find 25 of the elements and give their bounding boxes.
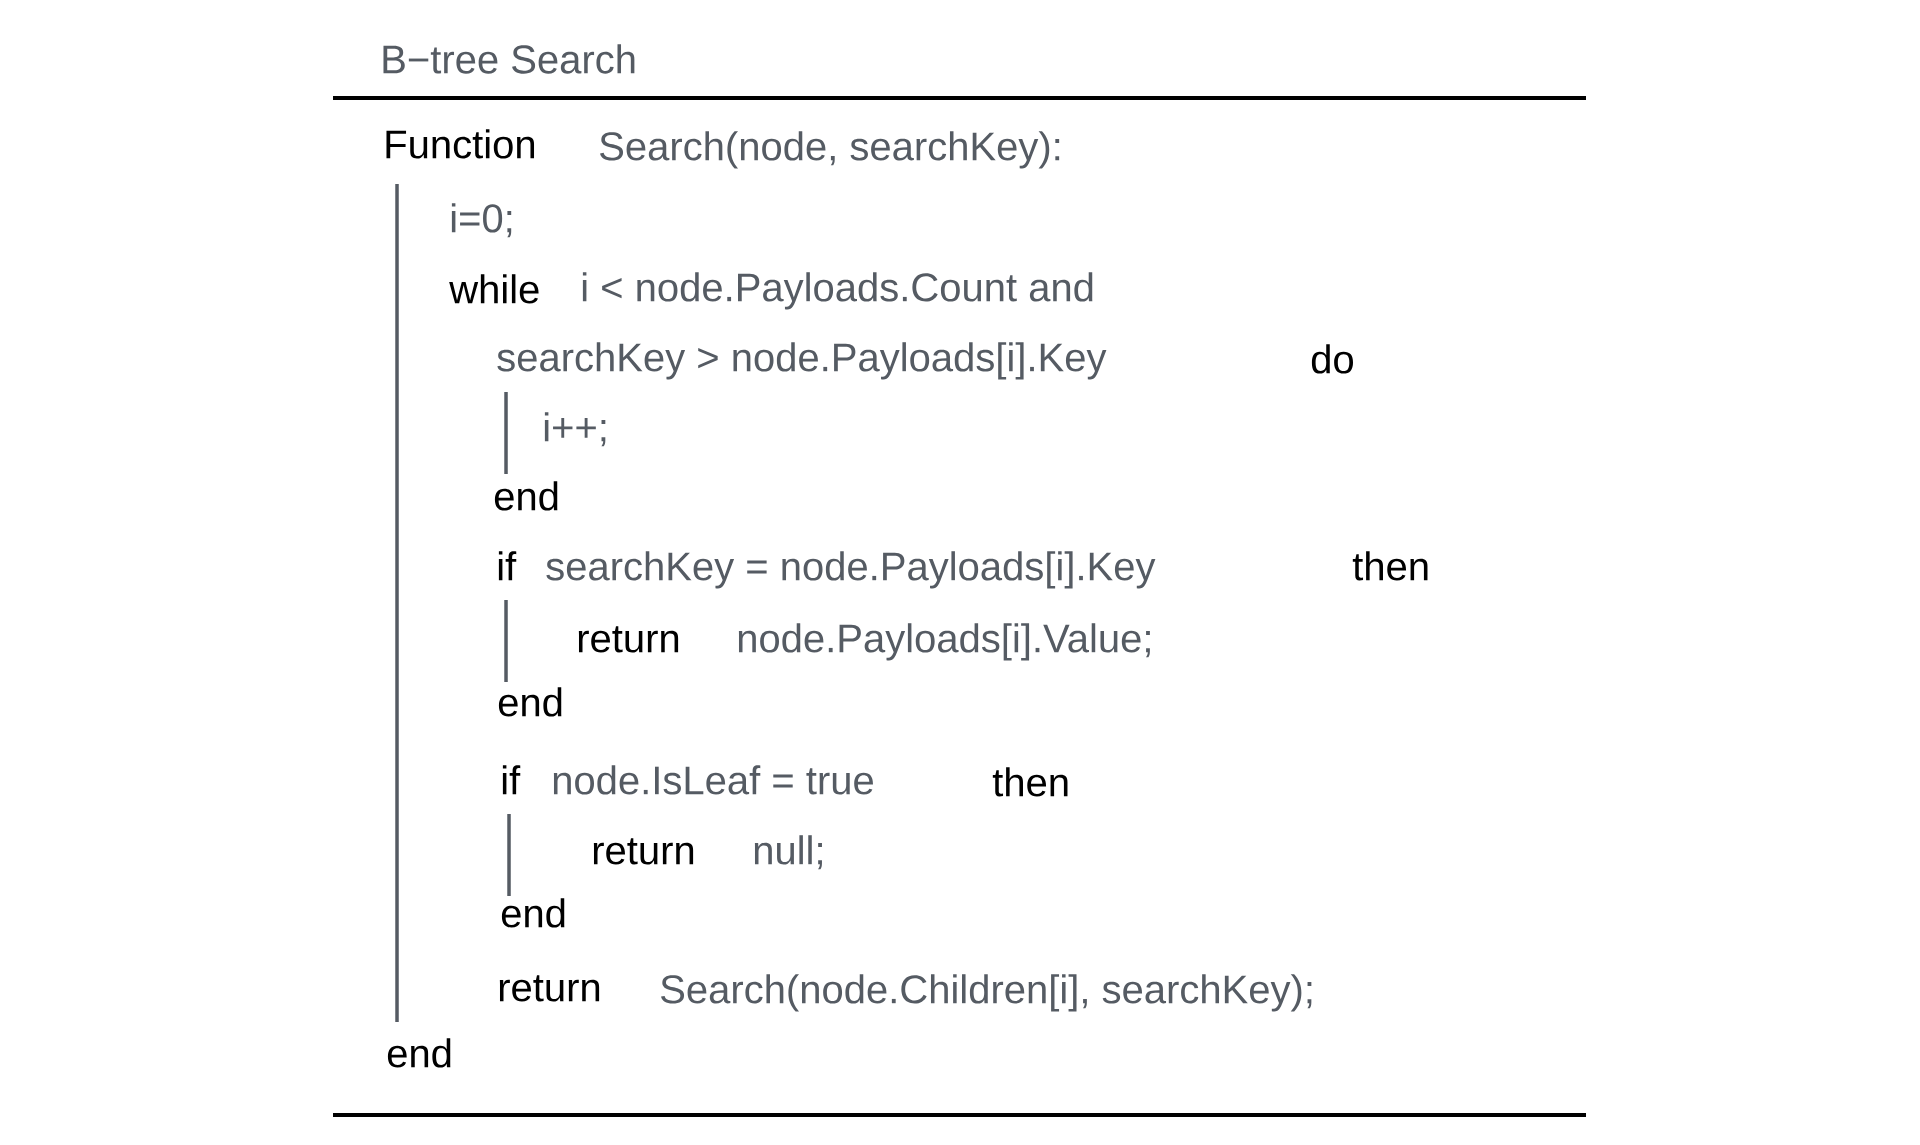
code-text: i++; bbox=[544, 412, 606, 447]
keyword: then bbox=[992, 767, 1068, 797]
title: B−tree Search bbox=[383, 44, 635, 74]
keyword: return bbox=[593, 838, 694, 865]
keyword: end bbox=[494, 481, 558, 511]
code-text: searchKey > node.Payloads[i].Key bbox=[497, 342, 1107, 380]
keyword: return bbox=[499, 975, 600, 1002]
keyword: end bbox=[501, 898, 565, 928]
code-text: node.Payloads[i].Value; bbox=[738, 623, 1150, 661]
keyword: end bbox=[498, 687, 562, 717]
keyword: while bbox=[449, 274, 539, 304]
code-text: node.IsLeaf = true bbox=[553, 765, 873, 795]
code-text: Search(node, searchKey): bbox=[600, 131, 1060, 169]
keyword: do bbox=[1311, 344, 1353, 374]
keyword: if bbox=[502, 765, 521, 795]
code-text: searchKey = node.Payloads[i].Key bbox=[546, 551, 1156, 589]
code-text: i=0; bbox=[451, 203, 512, 238]
keyword: then bbox=[1352, 551, 1428, 581]
keyword: return bbox=[578, 626, 679, 653]
keyword: Function bbox=[386, 129, 534, 159]
keyword: end bbox=[387, 1038, 451, 1068]
keyword: if bbox=[498, 551, 517, 581]
code-text: i < node.Payloads.Count and bbox=[582, 272, 1093, 310]
code-text: null; bbox=[754, 835, 822, 870]
code-text: Search(node.Children[i], searchKey); bbox=[661, 974, 1312, 1012]
